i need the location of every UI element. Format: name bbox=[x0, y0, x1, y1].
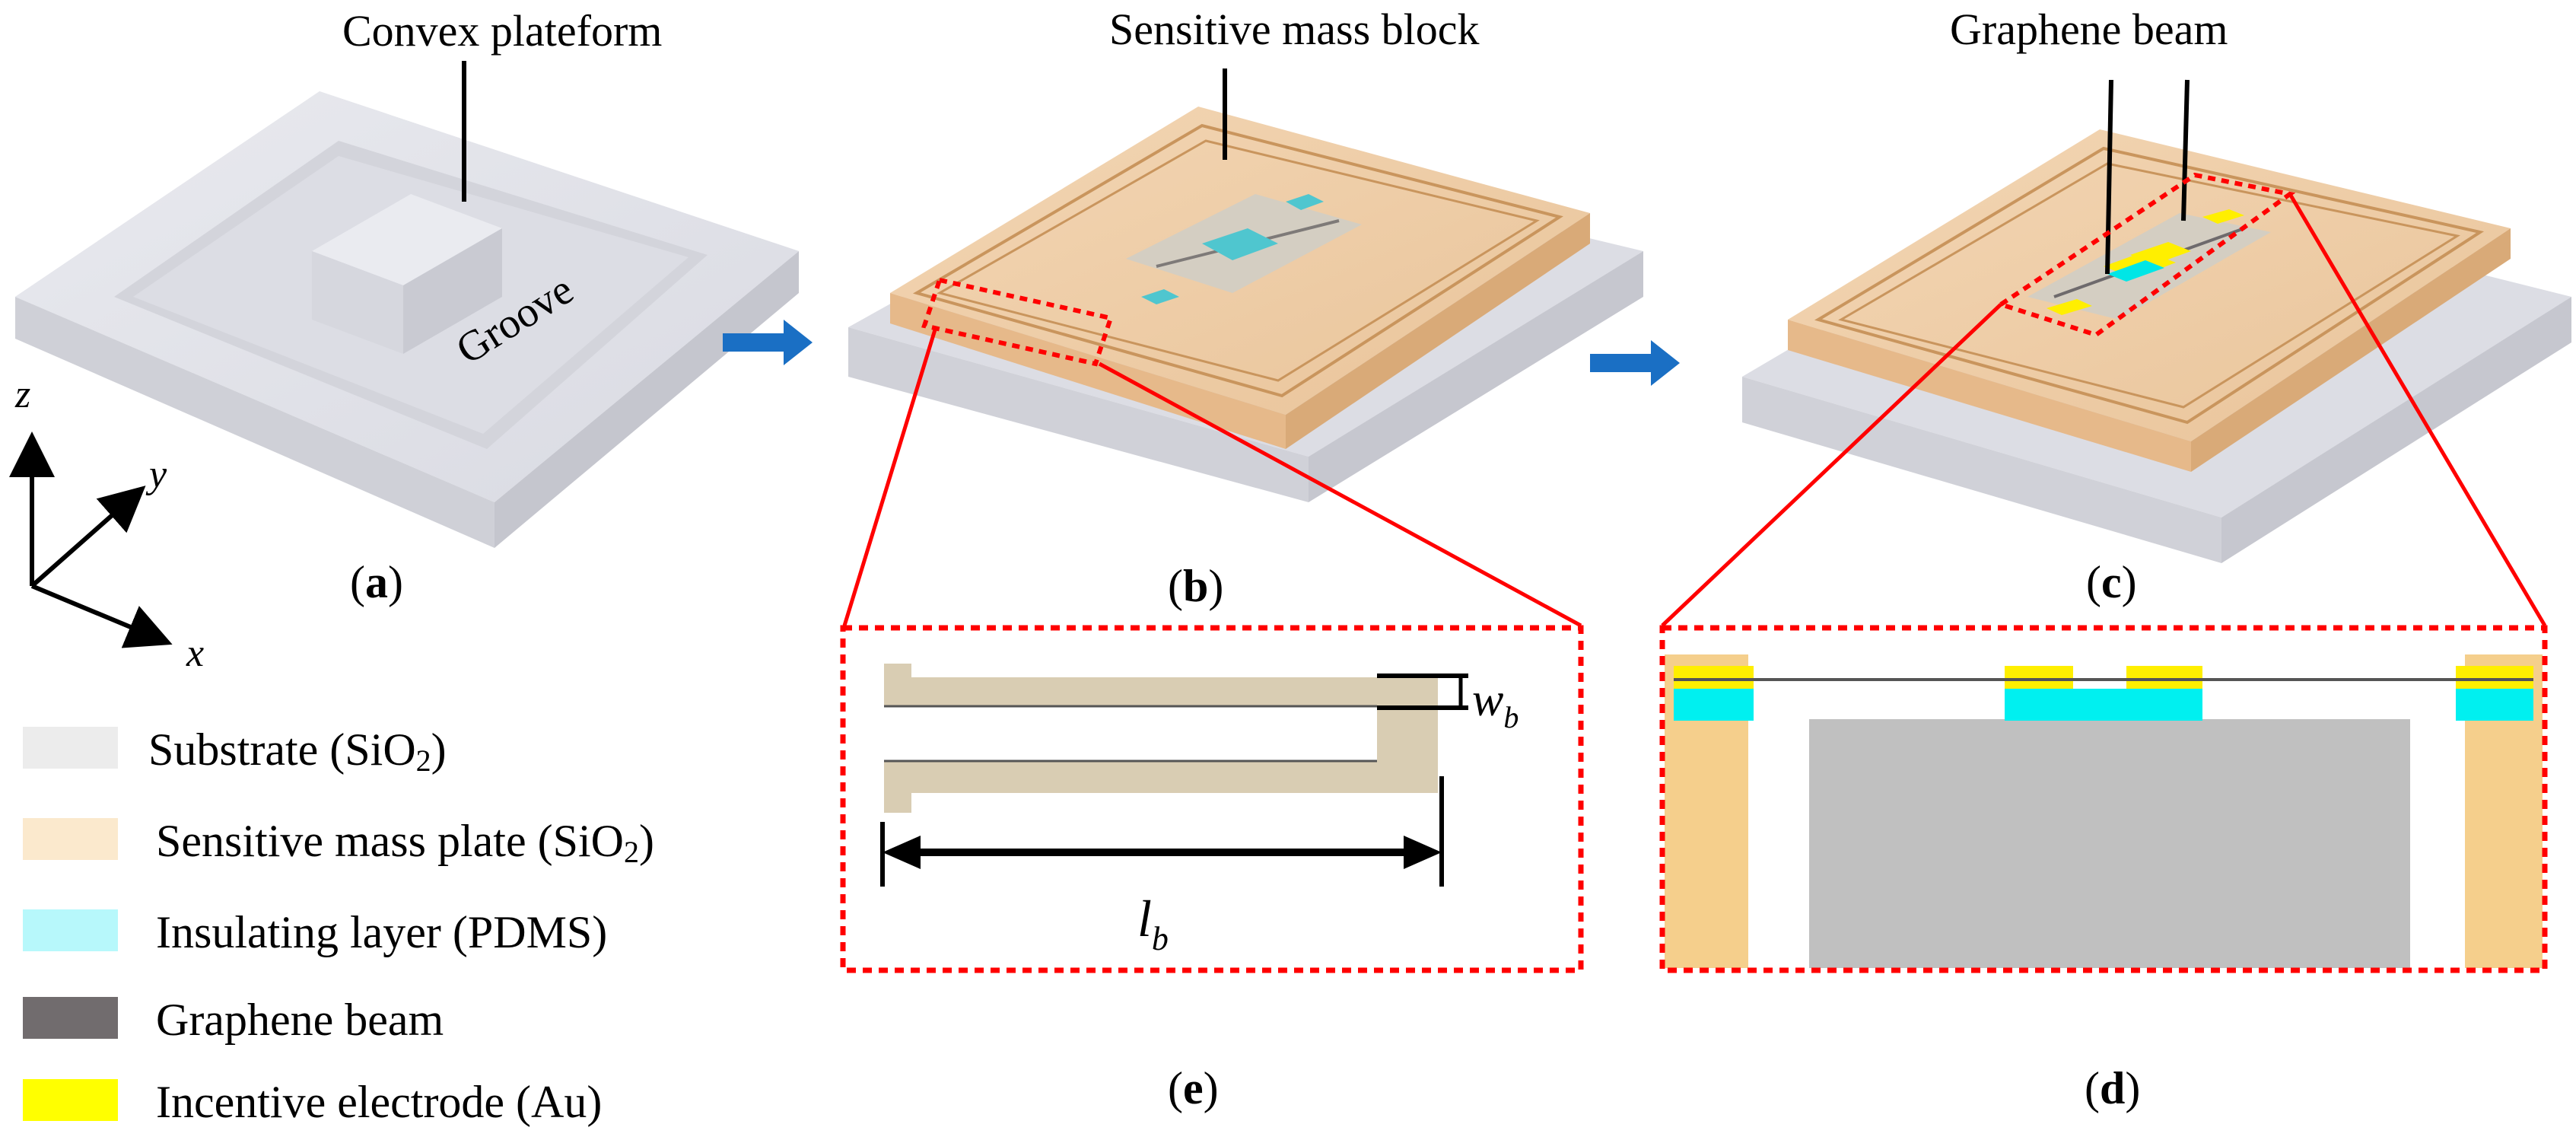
cross-section-drawing bbox=[1665, 654, 2543, 968]
panel-b-highlight bbox=[921, 277, 1114, 367]
panel-a-letter: a bbox=[365, 557, 388, 607]
wb-sub: b bbox=[1503, 700, 1519, 734]
coordinate-axes bbox=[8, 431, 173, 648]
legend-label-graphene: Graphene beam bbox=[156, 995, 444, 1045]
panel-e-label: (e) bbox=[1168, 1063, 1219, 1113]
legend-swatch-electrode bbox=[23, 1079, 118, 1121]
axis-x-label: x bbox=[186, 632, 204, 675]
panel-d-label: (d) bbox=[2085, 1063, 2140, 1113]
zoom-line-c-right bbox=[2288, 193, 2547, 627]
beam-detail-drawing bbox=[884, 664, 1438, 813]
lb-sub: b bbox=[1152, 920, 1169, 957]
panel-e-letter: e bbox=[1183, 1063, 1204, 1113]
panel-c-device bbox=[1742, 129, 2571, 563]
panel-c-label: (c) bbox=[2086, 557, 2137, 607]
legend-swatch-graphene bbox=[23, 997, 118, 1039]
panel-a-label: (a) bbox=[350, 557, 403, 607]
panel-b-letter: b bbox=[1183, 561, 1208, 611]
legend: Substrate (SiO2) Sensitive mass plate (S… bbox=[23, 724, 654, 1127]
panel-e-frame bbox=[840, 625, 1584, 973]
panel-b-device bbox=[848, 107, 1643, 502]
process-arrow-2 bbox=[1590, 340, 1680, 386]
axis-z-label: z bbox=[14, 373, 30, 416]
legend-swatch-insulating bbox=[23, 909, 118, 951]
panel-d-frame bbox=[1659, 625, 2548, 973]
legend-swatch-mass-plate bbox=[23, 818, 118, 860]
graphene-beam-top-label: Graphene beam bbox=[1950, 5, 2228, 54]
wb-dimension bbox=[1377, 673, 1468, 710]
sensitive-mass-block-label: Sensitive mass block bbox=[1109, 5, 1480, 54]
legend-label-insulating: Insulating layer (PDMS) bbox=[156, 907, 607, 957]
legend-label-electrode: Incentive electrode (Au) bbox=[156, 1077, 602, 1127]
lb-label: lb bbox=[1137, 890, 1169, 957]
panel-d-letter: d bbox=[2100, 1063, 2125, 1113]
process-arrow-1 bbox=[723, 320, 813, 365]
zoom-line-b-left bbox=[842, 326, 938, 626]
axis-y-label: y bbox=[145, 453, 167, 496]
panel-a-substrate bbox=[15, 91, 799, 548]
legend-label-mass-plate: Sensitive mass plate (SiO2) bbox=[156, 816, 654, 869]
lb-main: l bbox=[1137, 890, 1152, 947]
graphene-leader-2 bbox=[2181, 79, 2190, 221]
lb-dimension bbox=[880, 776, 1444, 887]
graphene-leader-1 bbox=[2105, 79, 2113, 275]
wb-main: w bbox=[1472, 674, 1503, 726]
wb-label: wb bbox=[1472, 674, 1519, 734]
convex-platform-label: Convex plateform bbox=[342, 6, 662, 56]
legend-label-substrate: Substrate (SiO2) bbox=[148, 724, 447, 778]
panel-b-label: (b) bbox=[1168, 561, 1223, 611]
zoom-line-c-left bbox=[1661, 303, 2002, 627]
panel-c-letter: c bbox=[2101, 557, 2122, 607]
legend-swatch-substrate bbox=[23, 727, 118, 769]
zoom-line-b-right bbox=[1098, 361, 1582, 628]
